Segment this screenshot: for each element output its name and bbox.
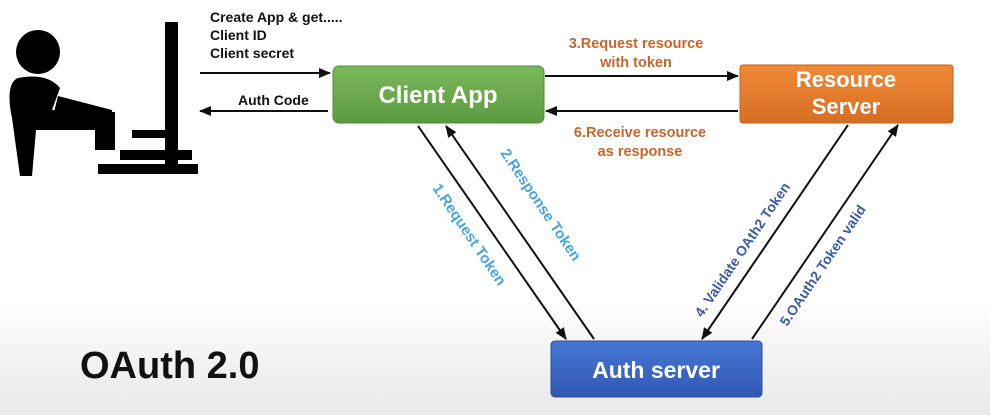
auth-server-label: Auth server: [592, 357, 720, 383]
client-id-note: Client ID: [210, 27, 267, 43]
token-valid-arrow: [751, 124, 899, 340]
response-token-arrow: [445, 125, 595, 340]
step4-label: 4. Validate OAth2 Token: [691, 179, 793, 319]
client-app-label: Client App: [378, 82, 497, 109]
client-secret-note: Client secret: [210, 45, 294, 61]
resource-server-label-line1: Resource: [796, 67, 896, 92]
page-title: OAuth 2.0: [80, 345, 259, 387]
auth-server-node: Auth server: [550, 340, 763, 398]
step2-label: 2.Response Token: [497, 146, 585, 264]
step5-label: 5.OAuth2 Token valid: [776, 202, 869, 329]
client-app-node: Client App: [332, 65, 545, 124]
validate-token-arrow: [701, 124, 849, 340]
request-token-arrow: [417, 125, 567, 340]
step1-label: 1.Request Token: [429, 181, 510, 289]
resource-server-label-line2: Server: [812, 94, 881, 119]
auth-code-label: Auth Code: [238, 92, 309, 108]
step6-label-line2: as response: [598, 144, 683, 160]
user-computer-icon: [9, 22, 198, 176]
step6-label-line1: 6.Receive resource: [574, 125, 706, 141]
step3-label-line1: 3.Request resource: [569, 36, 704, 52]
step3-label-line2: with token: [599, 55, 672, 71]
create-app-note: Create App & get.....: [210, 9, 343, 25]
resource-server-node: Resource Server: [739, 64, 954, 124]
